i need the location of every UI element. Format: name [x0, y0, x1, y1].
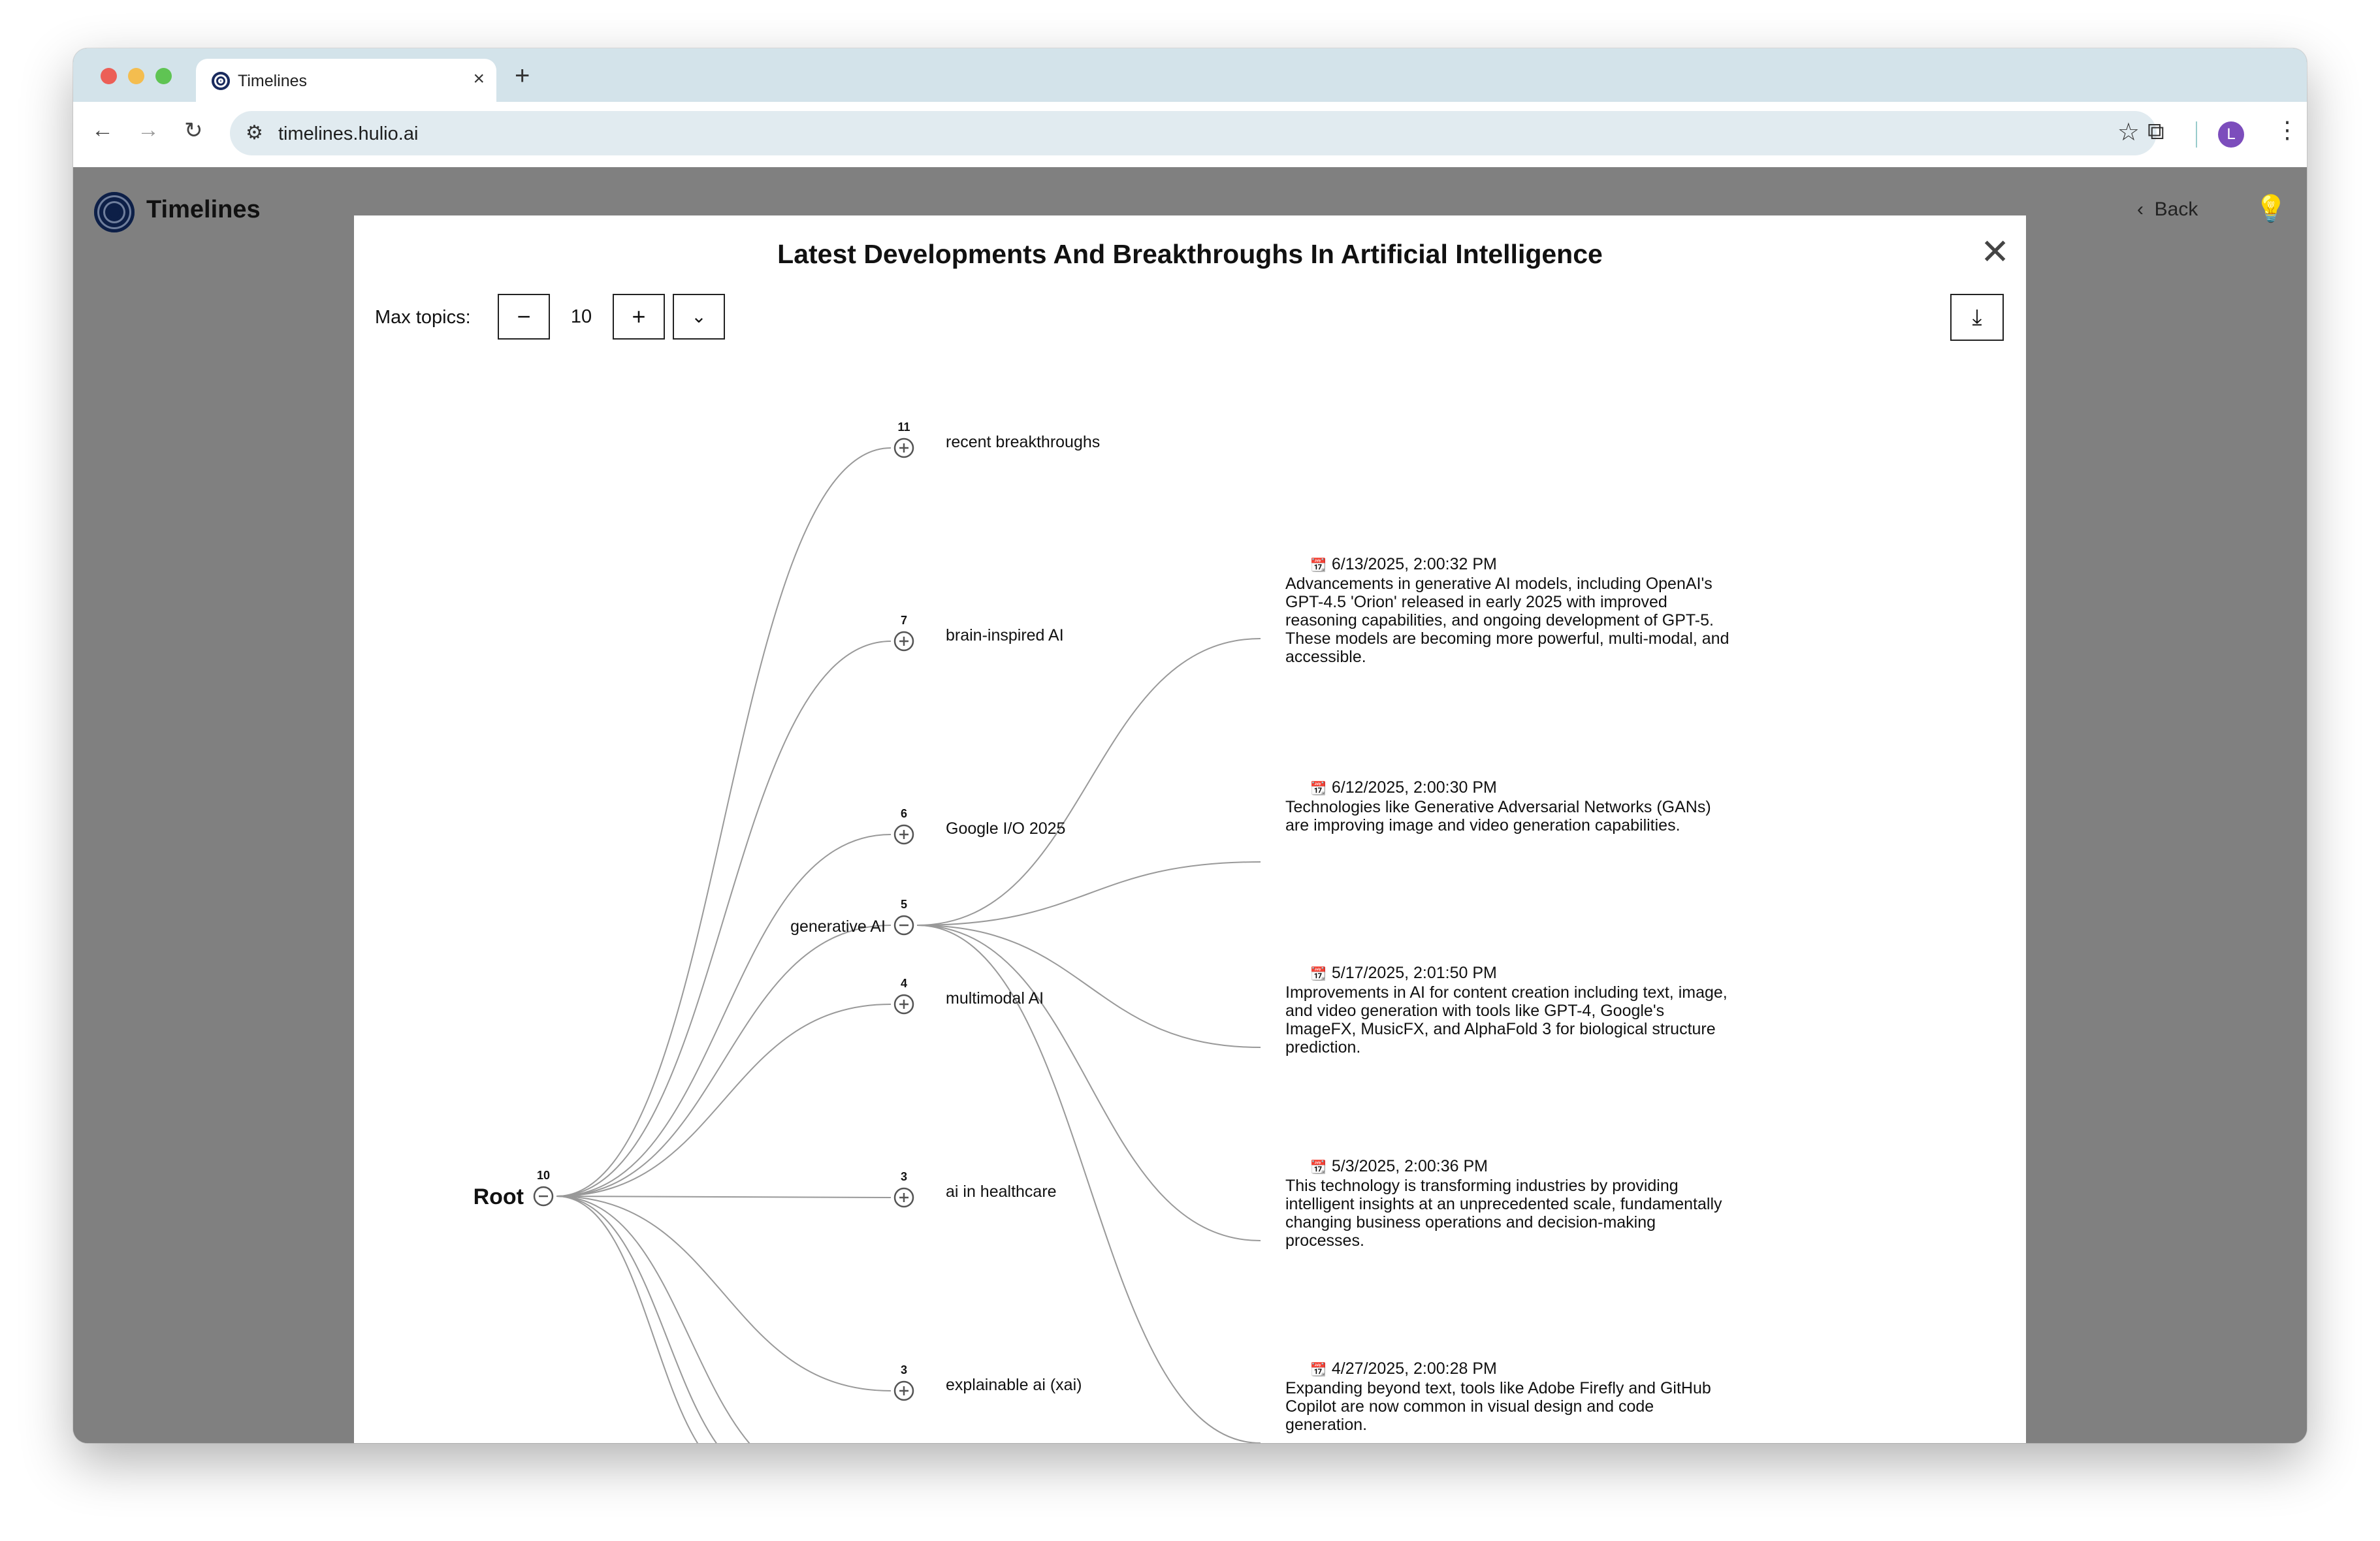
tree-link [556, 834, 892, 1197]
tree-nodes: Root 10 11 recent breakthroughs 7 brain-inspi… [474, 421, 1100, 1401]
close-icon[interactable]: ✕ [1980, 232, 2010, 272]
back-link[interactable]: ‹ Back [2137, 199, 2198, 220]
download-button[interactable]: ⤓ [1950, 294, 2004, 341]
tab-close-icon[interactable]: × [473, 68, 485, 89]
topic-tree: Root 10 11 recent breakthroughs 7 brain-inspi… [474, 421, 1261, 1443]
tree-link [556, 1196, 892, 1391]
event-date: 4/27/2025, 2:00:28 PM [1310, 1359, 1729, 1379]
tree-link [556, 1196, 892, 1198]
topic-label[interactable]: Google I/O 2025 [946, 819, 1065, 838]
tree-link [556, 447, 892, 1197]
event-date: 5/17/2025, 2:01:50 PM [1310, 964, 1729, 983]
timelines-favicon-icon [212, 72, 230, 90]
page-content: Timelines ‹ Back 💡 Latest Developments A… [73, 184, 2307, 1443]
tree-link [556, 1004, 892, 1197]
tree-link [916, 925, 1261, 1048]
tree-links [556, 447, 1261, 1443]
event-text: Advancements in generative AI models, in… [1285, 575, 1729, 666]
modal-title: Latest Developments And Breakthroughs In… [777, 239, 1603, 269]
tree-link [916, 925, 1261, 1443]
back-link-label: Back [2154, 199, 2198, 220]
tree-link [556, 1196, 699, 1443]
topic-label[interactable]: generative AI [790, 917, 886, 936]
tree-link [916, 861, 1261, 926]
timeline-modal: Latest Developments And Breakthroughs In… [354, 215, 2026, 1443]
minimize-window-button[interactable] [128, 68, 144, 84]
event-text: Technologies like Generative Adversarial… [1285, 798, 1711, 834]
reload-icon[interactable]: ↻ [184, 118, 203, 143]
new-tab-button[interactable]: + [515, 61, 530, 90]
tree-link [916, 925, 1261, 1241]
topic-count: 5 [901, 898, 907, 911]
back-arrow-icon[interactable]: ← [91, 118, 114, 142]
profile-avatar[interactable]: L [2218, 121, 2244, 148]
topic-label[interactable]: explainable ai (xai) [946, 1376, 1082, 1394]
event-text: Expanding beyond text, tools like Adobe … [1285, 1379, 1711, 1434]
topic-label[interactable]: recent breakthroughs [946, 433, 1100, 451]
bookmark-star-icon[interactable]: ☆ [2117, 119, 2140, 146]
max-topics-label: Max topics: [375, 307, 471, 328]
topic-count: 3 [901, 1363, 907, 1376]
event-date: 6/13/2025, 2:00:32 PM [1310, 555, 1729, 575]
tree-link [916, 638, 1261, 926]
topic-label[interactable]: brain-inspired AI [946, 626, 1064, 644]
tree-link [556, 641, 892, 1197]
toolbar-divider [2196, 121, 2197, 148]
tree-link [556, 925, 892, 1197]
browser-tab[interactable]: Timelines × [196, 59, 496, 102]
forward-arrow-icon[interactable]: → [137, 118, 159, 142]
topic-count: 4 [901, 977, 907, 990]
topic-count: 6 [901, 807, 907, 820]
root-label: Root [474, 1184, 524, 1209]
url-text[interactable]: timelines.hulio.ai [278, 123, 419, 144]
topic-count: 3 [901, 1170, 907, 1183]
topic-label[interactable]: multimodal AI [946, 989, 1044, 1008]
maximize-window-button[interactable] [155, 68, 172, 84]
max-topics-value[interactable]: 10 [570, 306, 592, 327]
browser-menu-icon[interactable]: ⋮ [2275, 116, 2299, 143]
topic-count: 11 [897, 421, 910, 434]
decrement-topics-button[interactable]: − [498, 294, 550, 340]
tree-link [556, 1196, 718, 1443]
timelines-logo-icon [94, 192, 135, 232]
event-text: This technology is transforming industri… [1285, 1177, 1722, 1250]
tab-bar: Timelines × + [73, 48, 2307, 102]
tab-title: Timelines [238, 72, 308, 90]
expand-all-button[interactable]: ⌄ [673, 294, 725, 340]
event-date: 6/12/2025, 2:00:30 PM [1310, 778, 1729, 798]
site-settings-icon[interactable]: ⚙ [246, 122, 263, 144]
root-count: 10 [537, 1169, 550, 1182]
close-window-button[interactable] [101, 68, 117, 84]
tab-search-icon[interactable]: ⧉ [2147, 118, 2164, 144]
lightbulb-icon[interactable]: 💡 [2255, 195, 2287, 223]
topic-label[interactable]: ai in healthcare [946, 1183, 1057, 1201]
browser-window: Timelines × + ← → ↻ ⚙ timelines.hulio.ai… [73, 48, 2307, 1443]
topic-count: 7 [901, 614, 907, 627]
increment-topics-button[interactable]: + [613, 294, 665, 340]
tree-link [556, 1196, 750, 1443]
address-bar[interactable]: ⚙ timelines.hulio.ai ☆ [230, 111, 2157, 155]
event-date: 5/3/2025, 2:00:36 PM [1310, 1157, 1729, 1177]
brand-name: Timelines [146, 196, 261, 223]
browser-toolbar: ← → ↻ ⚙ timelines.hulio.ai ☆ ⧉ L ⋮ [73, 102, 2307, 167]
event-text: Improvements in AI for content creation … [1285, 983, 1728, 1056]
